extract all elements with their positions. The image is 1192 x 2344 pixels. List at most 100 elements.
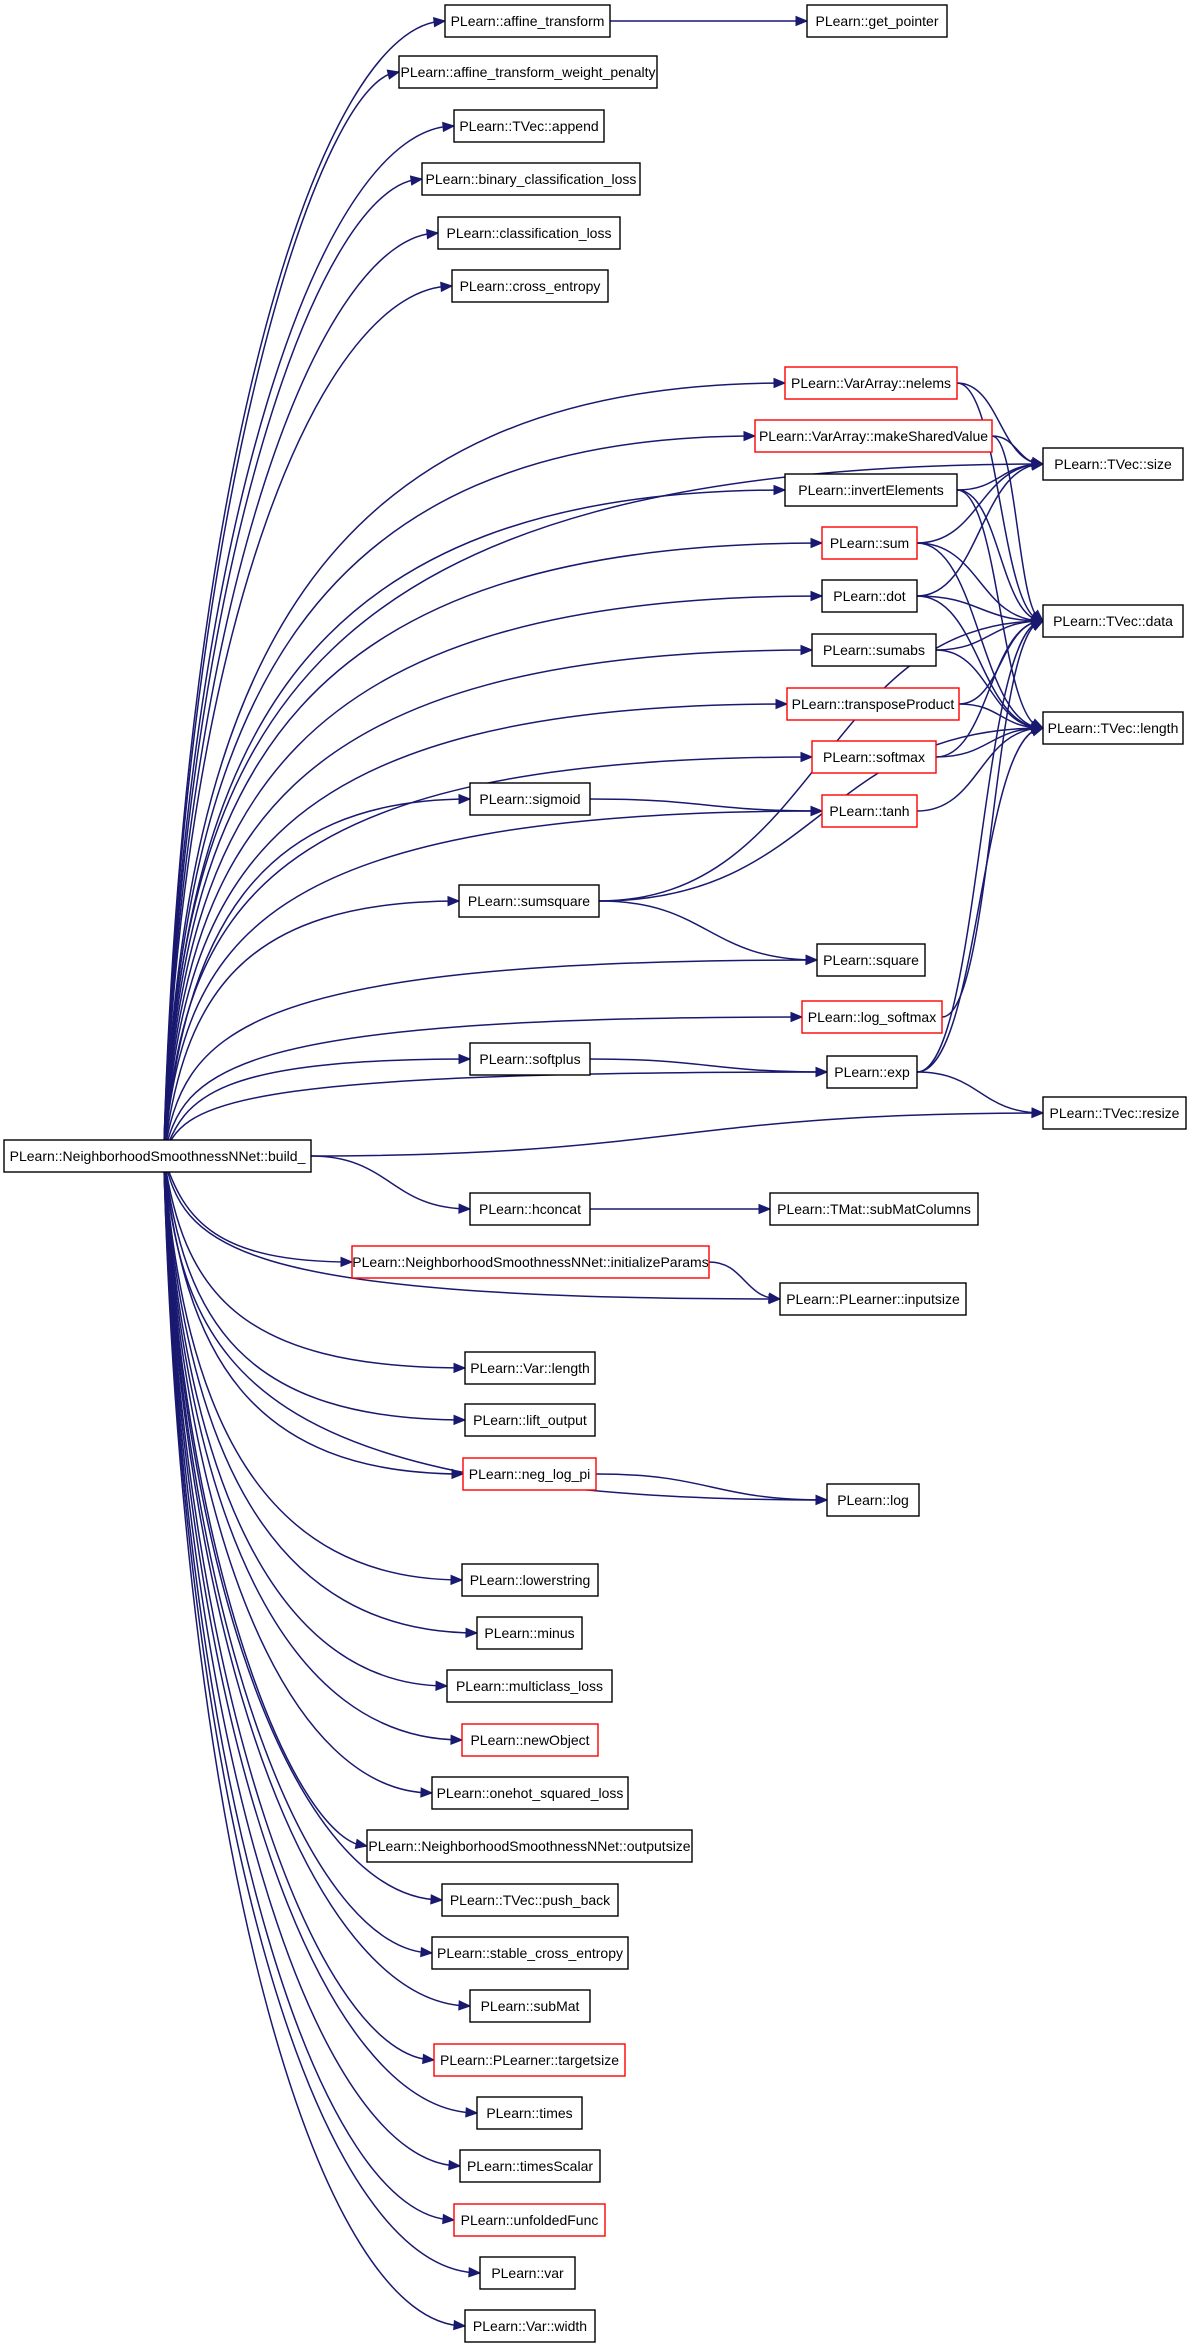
node-box-sigmoid[interactable] <box>469 782 591 816</box>
node-box-minus[interactable] <box>476 1616 583 1650</box>
node-box-tvec_append[interactable] <box>453 109 605 143</box>
node-sigmoid[interactable]: PLearn::sigmoid <box>469 782 591 816</box>
node-box-lowerstring[interactable] <box>461 1563 599 1597</box>
node-makeSharedValue[interactable]: PLearn::VarArray::makeSharedValue <box>754 419 993 453</box>
node-timesScalar[interactable]: PLearn::timesScalar <box>459 2149 601 2183</box>
node-binary_classification_loss[interactable]: PLearn::binary_classification_loss <box>421 162 641 196</box>
node-box-subMat[interactable] <box>469 1989 591 2023</box>
node-lift_output[interactable]: PLearn::lift_output <box>464 1403 596 1437</box>
node-box-transposeProduct[interactable] <box>786 687 960 721</box>
node-root[interactable]: PLearn::NeighborhoodSmoothnessNNet::buil… <box>3 1139 312 1173</box>
node-box-get_pointer[interactable] <box>806 4 948 38</box>
node-box-tvec_data[interactable] <box>1042 604 1184 638</box>
node-var[interactable]: PLearn::var <box>479 2256 576 2290</box>
node-softplus[interactable]: PLearn::softplus <box>469 1042 591 1076</box>
node-box-tvec_resize[interactable] <box>1042 1096 1187 1130</box>
node-box-var_length[interactable] <box>464 1351 596 1385</box>
node-box-affine_transform_weight_penalty[interactable] <box>398 55 658 89</box>
node-tvec_resize[interactable]: PLearn::TVec::resize <box>1042 1096 1187 1130</box>
node-inputsize[interactable]: PLearn::PLearner::inputsize <box>779 1282 967 1316</box>
node-box-multiclass_loss[interactable] <box>446 1669 613 1703</box>
node-box-unfoldedFunc[interactable] <box>453 2203 606 2237</box>
node-box-timesScalar[interactable] <box>459 2149 601 2183</box>
node-outputsize[interactable]: PLearn::NeighborhoodSmoothnessNNet::outp… <box>366 1829 693 1863</box>
node-cross_entropy[interactable]: PLearn::cross_entropy <box>451 269 609 303</box>
node-targetsize[interactable]: PLearn::PLearner::targetsize <box>433 2043 626 2077</box>
node-square[interactable]: PLearn::square <box>816 943 926 977</box>
node-transposeProduct[interactable]: PLearn::transposeProduct <box>786 687 960 721</box>
node-newObject[interactable]: PLearn::newObject <box>461 1723 599 1757</box>
node-box-subMatColumns[interactable] <box>769 1192 979 1226</box>
node-box-softplus[interactable] <box>469 1042 591 1076</box>
node-tvec_size[interactable]: PLearn::TVec::size <box>1042 447 1184 481</box>
node-softmax[interactable]: PLearn::softmax <box>811 740 937 774</box>
node-box-binary_classification_loss[interactable] <box>421 162 641 196</box>
node-invertElements[interactable]: PLearn::invertElements <box>784 473 958 507</box>
node-exp[interactable]: PLearn::exp <box>826 1055 918 1089</box>
node-var_width[interactable]: PLearn::Var::width <box>464 2309 596 2343</box>
node-times[interactable]: PLearn::times <box>476 2096 583 2130</box>
node-box-push_back[interactable] <box>441 1883 619 1917</box>
node-box-log_softmax[interactable] <box>801 1000 943 1034</box>
node-box-nelems[interactable] <box>784 366 958 400</box>
node-initializeParams[interactable]: PLearn::NeighborhoodSmoothnessNNet::init… <box>351 1245 710 1279</box>
node-sum[interactable]: PLearn::sum <box>821 526 918 560</box>
node-affine_transform_weight_penalty[interactable]: PLearn::affine_transform_weight_penalty <box>398 55 658 89</box>
node-box-exp[interactable] <box>826 1055 918 1089</box>
node-box-sum[interactable] <box>821 526 918 560</box>
node-sumabs[interactable]: PLearn::sumabs <box>811 633 937 667</box>
node-box-var_width[interactable] <box>464 2309 596 2343</box>
node-box-newObject[interactable] <box>461 1723 599 1757</box>
node-push_back[interactable]: PLearn::TVec::push_back <box>441 1883 619 1917</box>
node-box-inputsize[interactable] <box>779 1282 967 1316</box>
node-tanh[interactable]: PLearn::tanh <box>821 794 918 828</box>
node-box-lift_output[interactable] <box>464 1403 596 1437</box>
node-box-sumabs[interactable] <box>811 633 937 667</box>
node-box-sumsquare[interactable] <box>458 884 600 918</box>
node-subMatColumns[interactable]: PLearn::TMat::subMatColumns <box>769 1192 979 1226</box>
node-affine_transform[interactable]: PLearn::affine_transform <box>444 4 611 38</box>
node-box-affine_transform[interactable] <box>444 4 611 38</box>
node-box-tvec_length[interactable] <box>1042 711 1184 745</box>
node-nelems[interactable]: PLearn::VarArray::nelems <box>784 366 958 400</box>
node-var_length[interactable]: PLearn::Var::length <box>464 1351 596 1385</box>
node-multiclass_loss[interactable]: PLearn::multiclass_loss <box>446 1669 613 1703</box>
node-log[interactable]: PLearn::log <box>826 1483 920 1517</box>
node-box-tanh[interactable] <box>821 794 918 828</box>
node-log_softmax[interactable]: PLearn::log_softmax <box>801 1000 943 1034</box>
node-box-tvec_size[interactable] <box>1042 447 1184 481</box>
node-unfoldedFunc[interactable]: PLearn::unfoldedFunc <box>453 2203 606 2237</box>
node-box-log[interactable] <box>826 1483 920 1517</box>
node-dot[interactable]: PLearn::dot <box>821 579 918 613</box>
node-box-var[interactable] <box>479 2256 576 2290</box>
node-box-cross_entropy[interactable] <box>451 269 609 303</box>
node-box-times[interactable] <box>476 2096 583 2130</box>
node-box-initializeParams[interactable] <box>351 1245 710 1279</box>
node-tvec_length[interactable]: PLearn::TVec::length <box>1042 711 1184 745</box>
node-onehot_squared_loss[interactable]: PLearn::onehot_squared_loss <box>431 1776 629 1810</box>
node-box-root[interactable] <box>3 1139 312 1173</box>
node-tvec_append[interactable]: PLearn::TVec::append <box>453 109 605 143</box>
node-box-square[interactable] <box>816 943 926 977</box>
node-box-invertElements[interactable] <box>784 473 958 507</box>
node-hconcat[interactable]: PLearn::hconcat <box>469 1192 591 1226</box>
node-tvec_data[interactable]: PLearn::TVec::data <box>1042 604 1184 638</box>
node-stable_cross_entropy[interactable]: PLearn::stable_cross_entropy <box>431 1936 629 1970</box>
node-lowerstring[interactable]: PLearn::lowerstring <box>461 1563 599 1597</box>
node-minus[interactable]: PLearn::minus <box>476 1616 583 1650</box>
node-box-makeSharedValue[interactable] <box>754 419 993 453</box>
node-box-softmax[interactable] <box>811 740 937 774</box>
node-box-outputsize[interactable] <box>366 1829 693 1863</box>
node-get_pointer[interactable]: PLearn::get_pointer <box>806 4 948 38</box>
node-box-dot[interactable] <box>821 579 918 613</box>
node-box-targetsize[interactable] <box>433 2043 626 2077</box>
node-box-classification_loss[interactable] <box>437 216 621 250</box>
node-subMat[interactable]: PLearn::subMat <box>469 1989 591 2023</box>
node-box-neg_log_pi[interactable] <box>462 1457 597 1491</box>
node-classification_loss[interactable]: PLearn::classification_loss <box>437 216 621 250</box>
node-box-stable_cross_entropy[interactable] <box>431 1936 629 1970</box>
node-neg_log_pi[interactable]: PLearn::neg_log_pi <box>462 1457 597 1491</box>
node-box-onehot_squared_loss[interactable] <box>431 1776 629 1810</box>
node-sumsquare[interactable]: PLearn::sumsquare <box>458 884 600 918</box>
node-box-hconcat[interactable] <box>469 1192 591 1226</box>
